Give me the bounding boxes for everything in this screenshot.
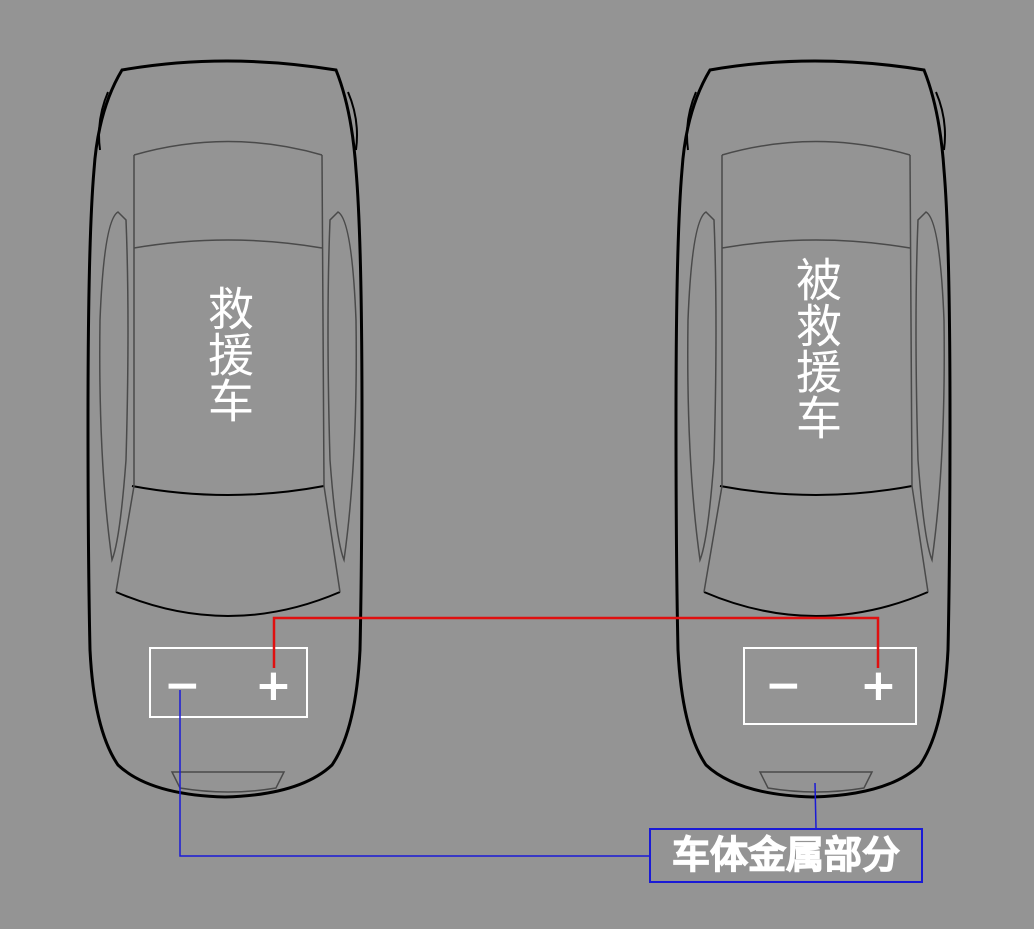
rescued-car-battery: [743, 647, 917, 725]
ground-pointer: [814, 782, 817, 829]
rescue-car-label: 救援车: [201, 285, 255, 423]
rescue-positive-terminal: +: [255, 660, 292, 711]
rescued-car-label: 被救援车: [789, 256, 843, 440]
rescued-positive-terminal: +: [860, 660, 897, 711]
ground-cable: [179, 690, 649, 857]
rescue-car-battery: [149, 647, 308, 718]
rescue-negative-terminal: −: [164, 660, 201, 711]
positive-cable: [272, 616, 880, 668]
rescued-negative-terminal: −: [765, 660, 802, 711]
rescue-car: [86, 59, 364, 799]
metal-body-label: 车体金属部分: [649, 828, 923, 883]
